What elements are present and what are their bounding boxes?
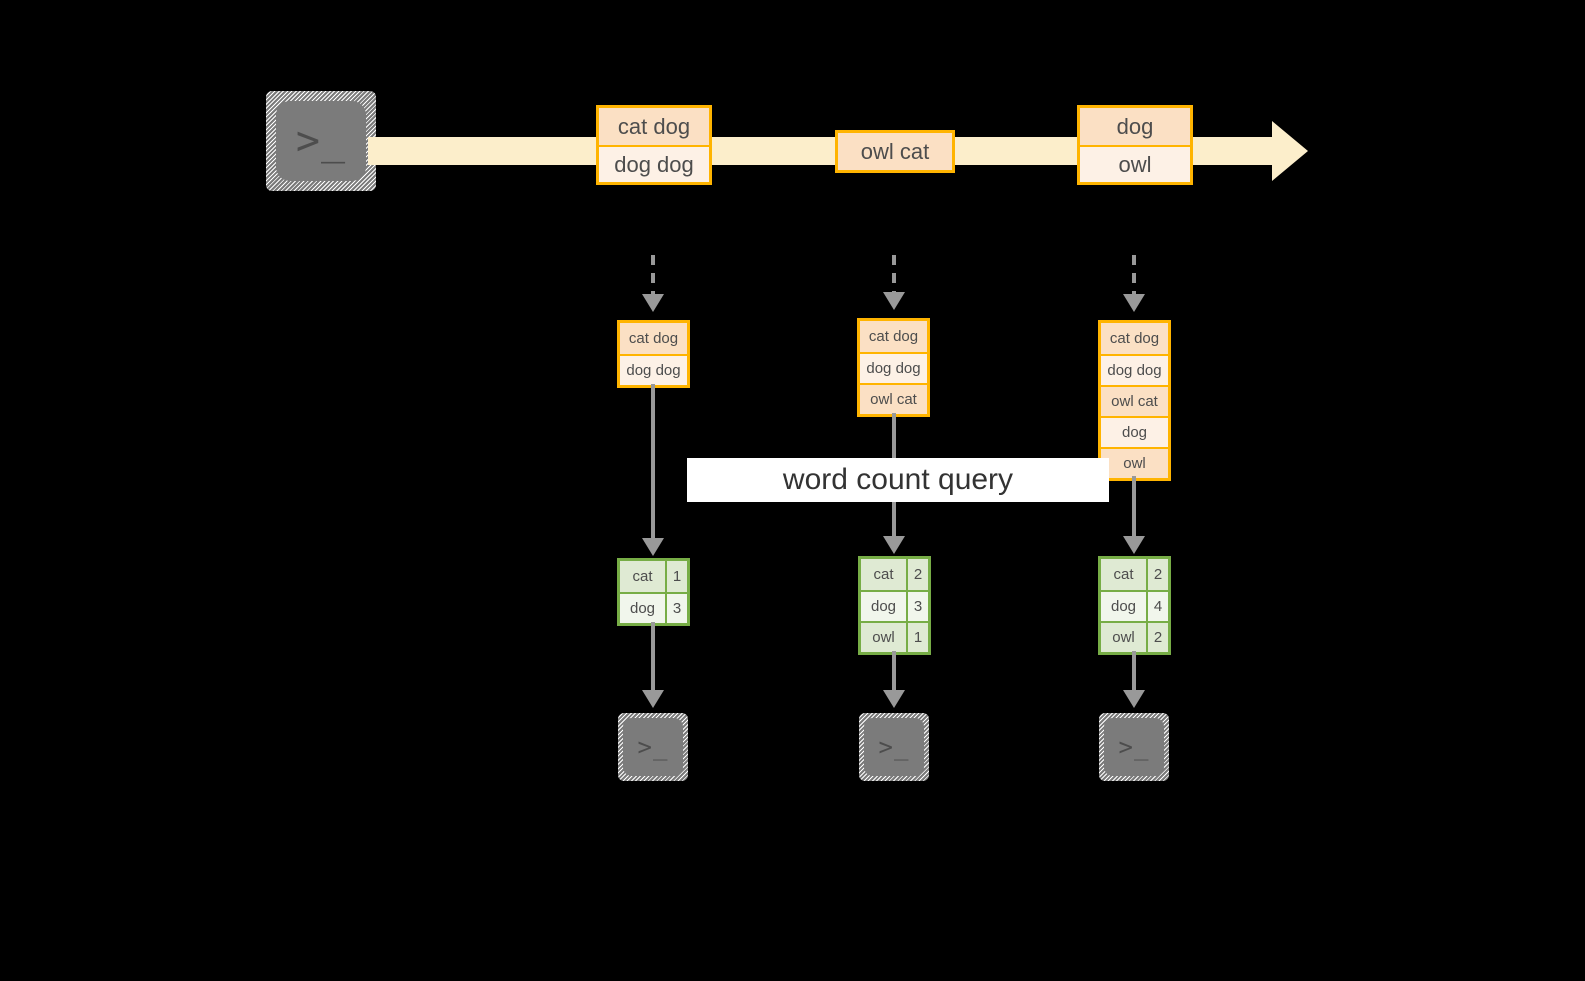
batch-line: dog [1101, 416, 1168, 447]
result-3: cat 2 dog 4 owl 2 [1098, 556, 1171, 655]
result-to-sink-arrowhead-1 [642, 690, 664, 708]
batch-line: cat dog [1101, 323, 1168, 354]
batch-line: owl cat [1101, 385, 1168, 416]
result-count-cell: 2 [906, 559, 928, 590]
result-to-sink-arrowhead-2 [883, 690, 905, 708]
batch-to-result-line-3 [1132, 476, 1136, 540]
query-label-text: word count query [782, 463, 1014, 496]
stream-record-line: dog [1080, 108, 1190, 145]
result-row: cat 2 [861, 559, 928, 590]
batch-3: cat dog dog dog owl cat dog owl [1098, 320, 1171, 481]
stream-to-batch-dashed-line-2 [892, 255, 896, 296]
batch-to-result-arrowhead-3 [1123, 536, 1145, 554]
stream-record-1: cat dog dog dog [596, 105, 712, 185]
stream-to-batch-dashed-line-3 [1132, 255, 1136, 298]
terminal-body [623, 718, 683, 776]
stream-record-line: owl cat [838, 133, 952, 170]
result-count-cell: 1 [906, 623, 928, 652]
batch-1: cat dog dog dog [617, 320, 690, 388]
source-terminal-icon: >_ [266, 91, 376, 191]
result-2: cat 2 dog 3 owl 1 [858, 556, 931, 655]
result-word-cell: cat [620, 561, 665, 592]
result-row: owl 1 [861, 621, 928, 652]
result-word-cell: dog [861, 592, 906, 621]
result-row: dog 3 [620, 592, 687, 623]
batch-to-result-arrowhead-1 [642, 538, 664, 556]
result-word-cell: dog [620, 594, 665, 623]
batch-line: dog dog [1101, 354, 1168, 385]
sink-terminal-icon-2: >_ [859, 713, 929, 781]
result-row: dog 4 [1101, 590, 1168, 621]
result-word-cell: cat [861, 559, 906, 590]
terminal-prompt-glyph: >_ [295, 118, 347, 164]
result-to-sink-line-1 [651, 622, 655, 694]
batch-2: cat dog dog dog owl cat [857, 318, 930, 417]
stream-to-batch-arrowhead-2 [883, 292, 905, 310]
batch-line: dog dog [860, 352, 927, 383]
stream-record-line: cat dog [599, 108, 709, 145]
result-count-cell: 3 [665, 594, 687, 623]
result-word-cell: owl [1101, 623, 1146, 652]
result-count-cell: 1 [665, 561, 687, 592]
result-row: cat 1 [620, 561, 687, 592]
stream-record-line: dog dog [599, 145, 709, 182]
batch-to-result-arrowhead-2 [883, 536, 905, 554]
stream-record-line: owl [1080, 145, 1190, 182]
batch-line: cat dog [620, 323, 687, 354]
terminal-body [276, 101, 366, 181]
sink-terminal-icon-3: >_ [1099, 713, 1169, 781]
result-to-sink-line-3 [1132, 651, 1136, 694]
batch-line: dog dog [620, 354, 687, 385]
batch-to-result-line-1 [651, 384, 655, 542]
stream-arrow-head [1272, 121, 1308, 181]
batch-line: owl [1101, 447, 1168, 478]
result-count-cell: 2 [1146, 559, 1168, 590]
stream-to-batch-arrowhead-3 [1123, 294, 1145, 312]
terminal-prompt-glyph: >_ [1118, 733, 1150, 761]
result-count-cell: 3 [906, 592, 928, 621]
batch-line: cat dog [860, 321, 927, 352]
stream-record-2: owl cat [835, 130, 955, 173]
query-label: word count query [687, 458, 1109, 502]
result-to-sink-arrowhead-3 [1123, 690, 1145, 708]
stream-to-batch-dashed-line-1 [651, 255, 655, 298]
stream-to-batch-arrowhead-1 [642, 294, 664, 312]
result-word-cell: dog [1101, 592, 1146, 621]
terminal-body [864, 718, 924, 776]
terminal-prompt-glyph: >_ [637, 733, 669, 761]
terminal-prompt-glyph: >_ [878, 733, 910, 761]
result-count-cell: 4 [1146, 592, 1168, 621]
terminal-body [1104, 718, 1164, 776]
result-word-cell: owl [861, 623, 906, 652]
result-row: owl 2 [1101, 621, 1168, 652]
sink-terminal-icon-1: >_ [618, 713, 688, 781]
stream-record-3: dog owl [1077, 105, 1193, 185]
result-1: cat 1 dog 3 [617, 558, 690, 626]
result-count-cell: 2 [1146, 623, 1168, 652]
batch-line: owl cat [860, 383, 927, 414]
result-row: cat 2 [1101, 559, 1168, 590]
result-word-cell: cat [1101, 559, 1146, 590]
result-row: dog 3 [861, 590, 928, 621]
result-to-sink-line-2 [892, 651, 896, 694]
